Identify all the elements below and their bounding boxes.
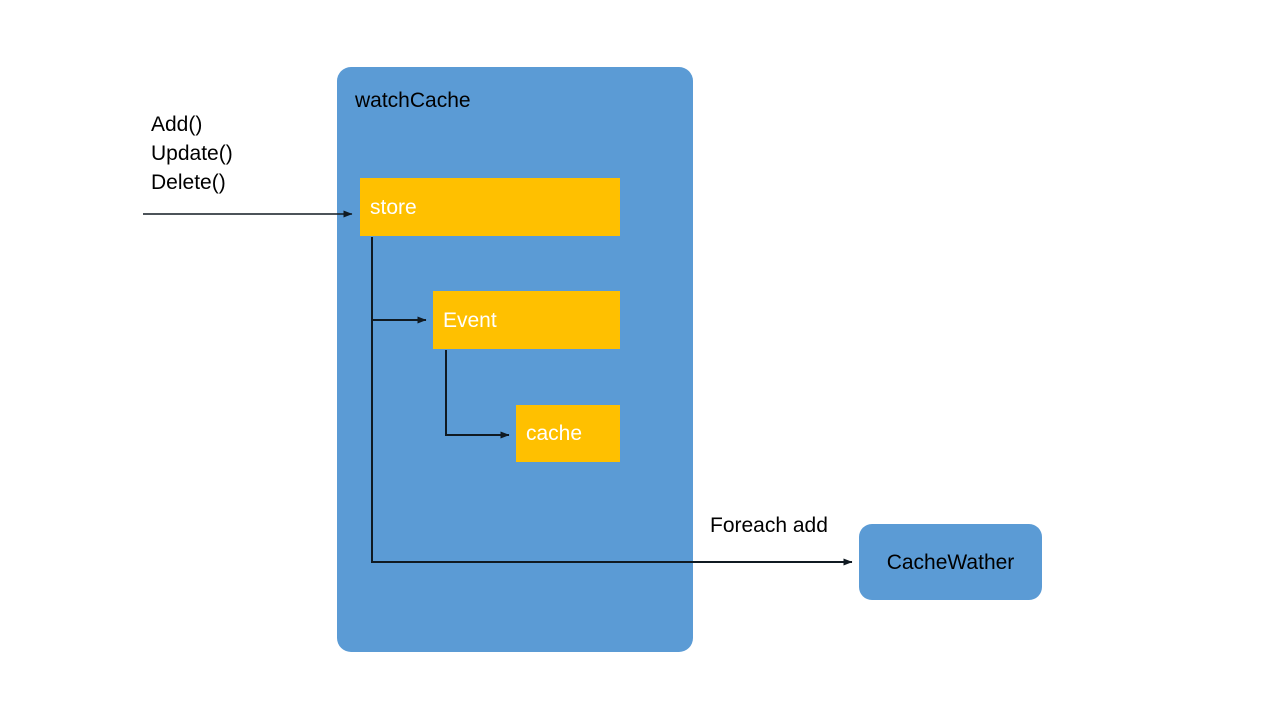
store-box-label: store [370,195,417,219]
inbound-operations-label: Add() Update() Delete() [151,110,233,197]
watchcache-container[interactable] [337,67,693,652]
cache-box[interactable]: cache [516,405,620,462]
operation-add-label: Add() [151,113,203,136]
foreach-add-label: Foreach add [710,514,828,537]
event-box-label: Event [443,308,497,332]
watchcache-title: watchCache [355,89,471,112]
operation-delete-label: Delete() [151,171,226,194]
operation-update-label: Update() [151,142,233,165]
event-box[interactable]: Event [433,291,620,349]
cachewather-box[interactable]: CacheWather [859,524,1042,600]
store-box[interactable]: store [360,178,620,236]
cache-box-label: cache [526,422,583,445]
cachewather-box-label: CacheWather [886,550,1015,574]
